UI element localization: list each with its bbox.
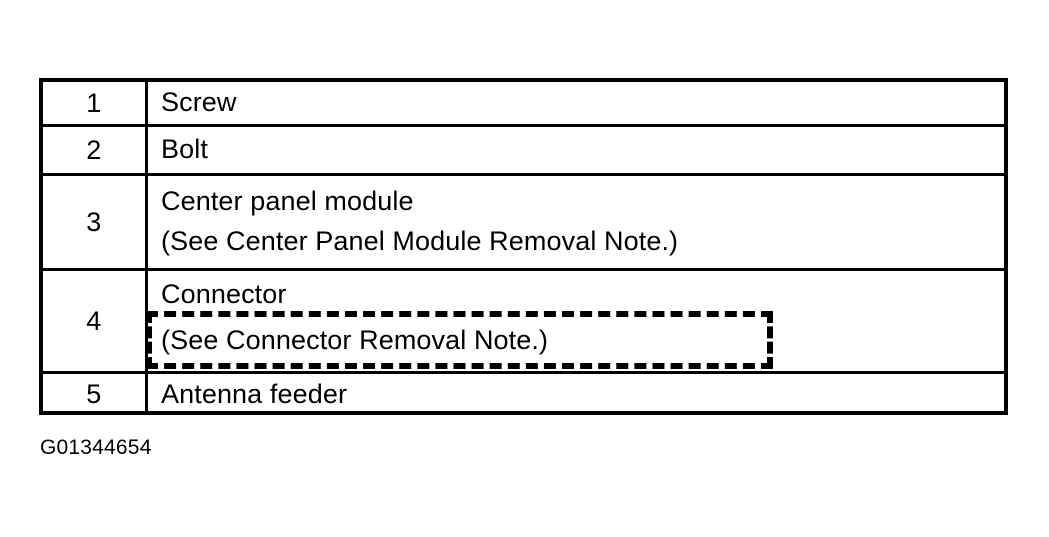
row-number: 5 (86, 379, 102, 409)
row-description-cell: Connector (See Connector Removal Note.) (146, 271, 1004, 371)
row-description-cell: Screw (148, 82, 1004, 124)
row-number-cell: 5 (43, 374, 148, 415)
row-number-cell: 3 (43, 176, 148, 268)
table-row: 4 Connector (See Connector Removal Note.… (43, 271, 1004, 374)
table-row: 5 Antenna feeder (43, 374, 1004, 415)
row-description-note: (See Connector Removal Note.) (161, 324, 549, 355)
row-description-line: Center panel module (161, 186, 414, 217)
row-description-line: Antenna feeder (161, 378, 348, 409)
row-number-cell: 2 (43, 127, 148, 173)
table-row: 1 Screw (43, 82, 1004, 127)
highlight-box: (See Connector Removal Note.) (146, 311, 773, 369)
row-description-cell: Center panel module (See Center Panel Mo… (148, 176, 1004, 268)
row-number: 4 (86, 305, 102, 336)
row-description-line: Screw (161, 87, 237, 118)
row-description-cell: Bolt (148, 127, 1004, 173)
row-description-cell: Antenna feeder (148, 374, 1004, 415)
row-description-line: Connector (161, 279, 287, 309)
row-number-cell: 1 (43, 82, 148, 124)
row-number: 1 (86, 87, 102, 118)
row-number: 2 (86, 134, 102, 165)
figure-caption: G01344654 (40, 436, 152, 459)
row-number: 3 (86, 206, 102, 237)
table-row: 3 Center panel module (See Center Panel … (43, 176, 1004, 271)
table-row: 2 Bolt (43, 127, 1004, 176)
row-description-note: (See Center Panel Module Removal Note.) (161, 226, 679, 256)
row-number-cell: 4 (43, 271, 148, 371)
row-description-line: Bolt (161, 134, 208, 165)
parts-legend-table: 1 Screw 2 Bolt 3 Center panel module (Se… (39, 78, 1008, 415)
